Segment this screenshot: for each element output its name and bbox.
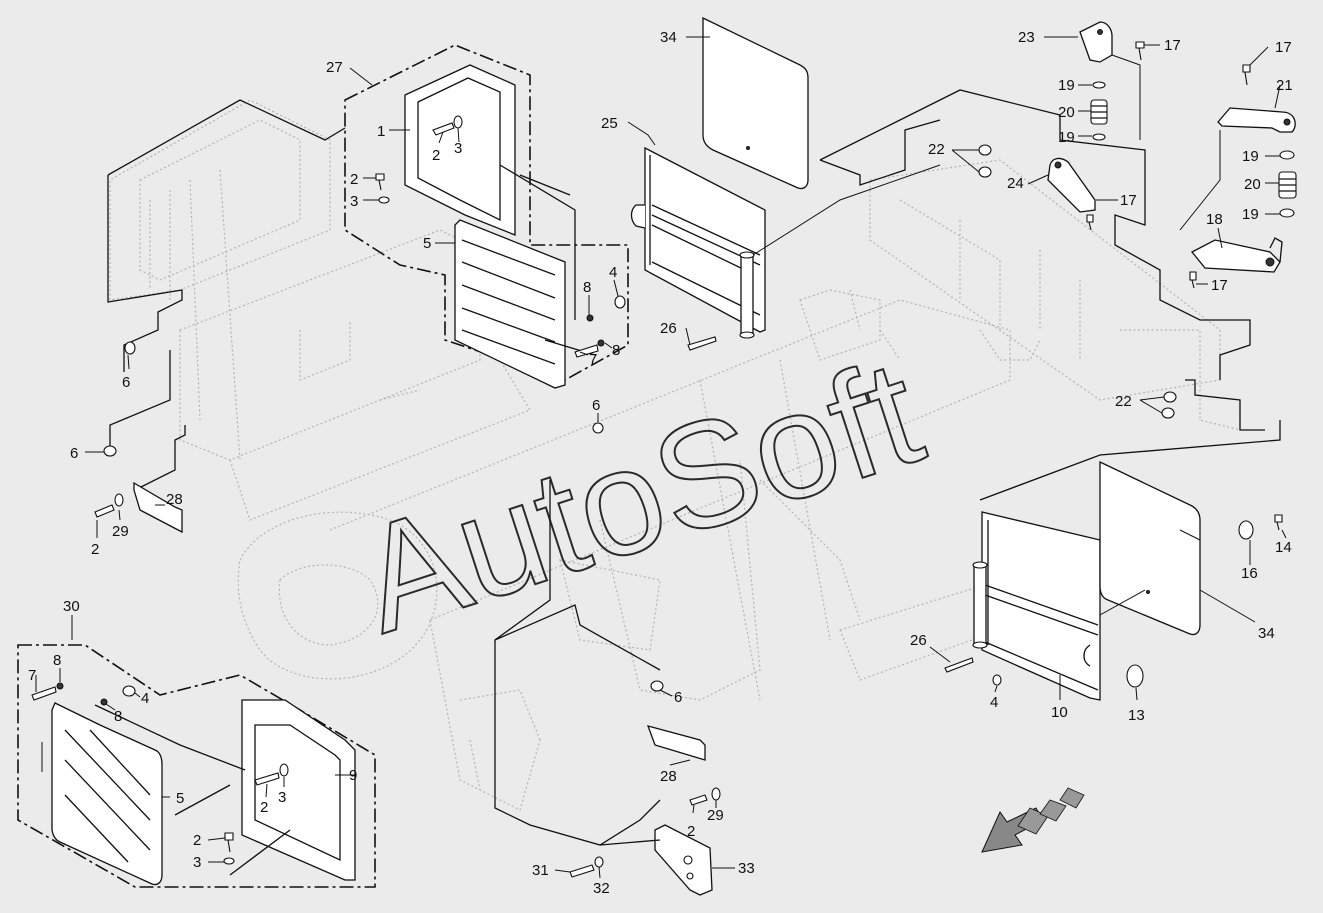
callout-29-left: 29 [112,523,129,540]
bracket-28-left [94,481,183,534]
callout-17-c: 17 [1275,39,1292,56]
callout-labels: 34 25 26 27 1 2 3 2 3 5 8 4 7 8 6 6 6 28… [28,29,1293,897]
callout-20-b: 20 [1244,176,1261,193]
door-25 [630,146,941,351]
callout-17-b: 17 [1120,192,1137,209]
callout-7-a: 7 [589,351,597,368]
callout-26-right: 26 [910,632,927,649]
callout-6-c: 6 [592,397,600,414]
watermark-group: AutoSoft [339,326,940,666]
callout-4-c: 4 [141,690,149,707]
watermark-text: AutoSoft [340,327,939,665]
callout-27: 27 [326,59,343,76]
callout-3-b: 3 [350,193,358,210]
callout-8-a: 8 [583,279,591,296]
callout-3-c: 3 [278,789,286,806]
callout-4-b: 4 [990,694,998,711]
bottom-parts [569,680,721,896]
callout-33: 33 [738,860,755,877]
callout-3-a: 3 [454,140,462,157]
callout-25: 25 [601,115,618,132]
callout-21: 21 [1276,77,1293,94]
callout-5-top: 5 [423,235,431,252]
callout-13: 13 [1128,707,1145,724]
callout-7-b: 7 [28,667,36,684]
callout-30: 30 [63,598,80,615]
callout-9: 9 [349,767,357,784]
frame-outline [107,89,1281,846]
callout-19-d: 19 [1242,206,1259,223]
leader-lines [35,36,1287,879]
callout-14: 14 [1275,539,1292,556]
callout-8-b: 8 [612,342,620,359]
callout-23: 23 [1018,29,1035,46]
callout-2-a: 2 [432,147,440,164]
callout-4-a: 4 [609,264,617,281]
callout-22-a: 22 [928,141,945,158]
callout-17-a: 17 [1164,37,1181,54]
callout-18: 18 [1206,211,1223,228]
callout-26-left: 26 [660,320,677,337]
direction-arrow-icon [981,787,1085,853]
callout-6-b: 6 [70,445,78,462]
callout-24: 24 [1007,175,1024,192]
assembly-27 [344,44,629,389]
callout-6-d: 6 [674,689,682,706]
callout-31: 31 [532,862,549,879]
callout-17-d: 17 [1211,277,1228,294]
callout-8-d: 8 [114,708,122,725]
callout-2-e: 2 [193,832,201,849]
callout-29-bottom: 29 [707,807,724,824]
callout-28-bottom: 28 [660,768,677,785]
assembly-30 [17,644,376,888]
callout-5-bottom: 5 [176,790,184,807]
callout-34-top: 34 [660,29,677,46]
callout-20-a: 20 [1058,104,1075,121]
callout-34-right: 34 [1258,625,1275,642]
hardware-30 [31,682,289,865]
callout-22-b: 22 [1115,393,1132,410]
callout-28-left: 28 [166,491,183,508]
hardware-27 [103,115,626,457]
callout-19-c: 19 [1242,148,1259,165]
callout-2-c: 2 [91,541,99,558]
door-10 [944,511,1101,701]
callout-32: 32 [593,880,610,897]
callout-2-f: 2 [687,823,695,840]
callout-10: 10 [1051,704,1068,721]
callout-6-a: 6 [122,374,130,391]
panel-34-top [702,16,809,190]
callout-2-d: 2 [260,799,268,816]
callout-3-d: 3 [193,854,201,871]
callout-16: 16 [1241,565,1258,582]
callout-19-b: 19 [1058,129,1075,146]
callout-19-a: 19 [1058,77,1075,94]
panel-34-right [1099,460,1283,688]
callout-2-b: 2 [350,171,358,188]
callout-1: 1 [377,123,385,140]
callout-8-c: 8 [53,652,61,669]
